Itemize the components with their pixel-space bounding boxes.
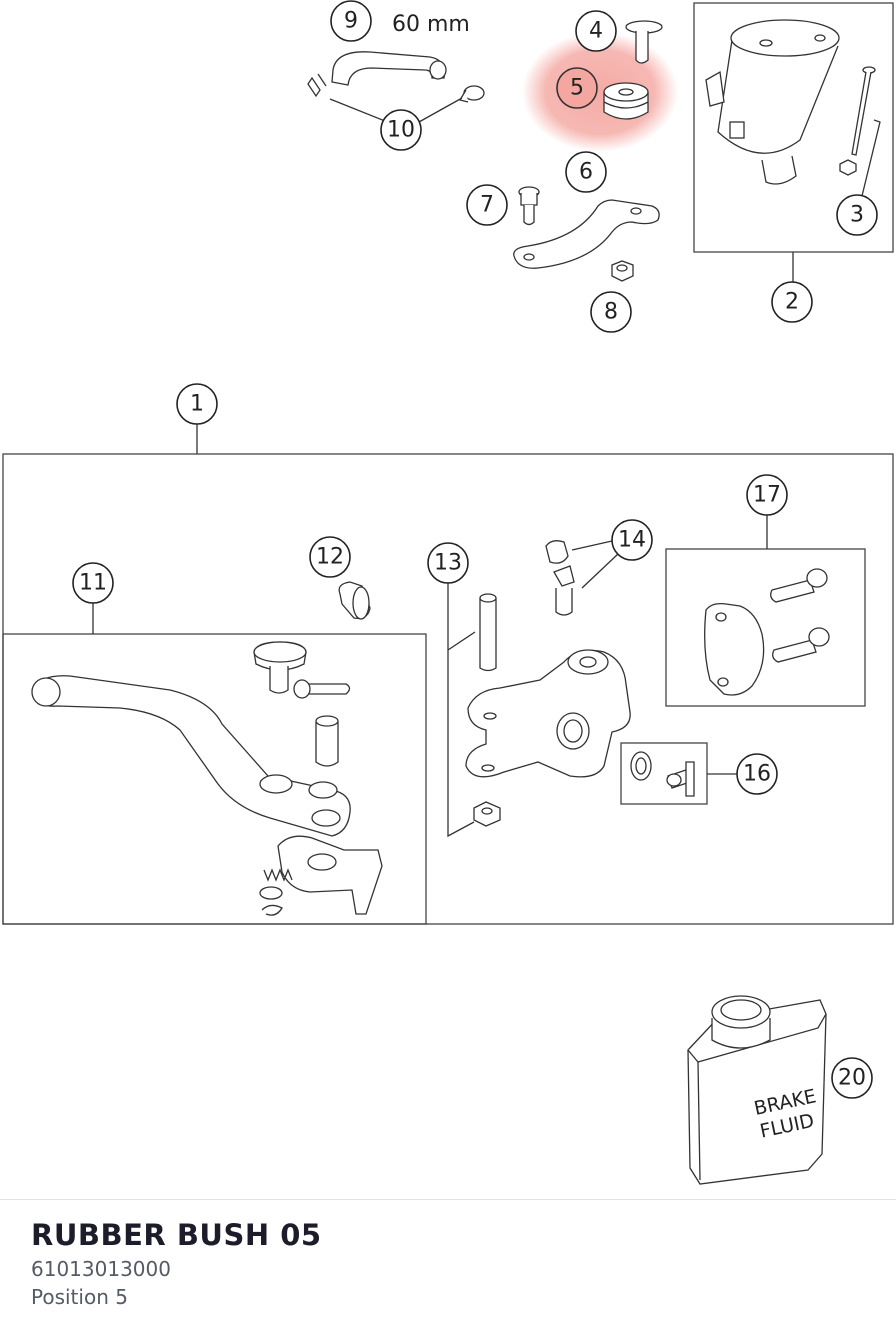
- pin-part[interactable]: [293, 679, 351, 699]
- part-number: 61013013000: [31, 1257, 171, 1281]
- svg-text:4: 4: [589, 19, 603, 44]
- hose-part[interactable]: [331, 51, 447, 86]
- svg-text:13: 13: [434, 551, 462, 576]
- sleeve-part[interactable]: [315, 715, 339, 767]
- svg-text:12: 12: [316, 545, 344, 570]
- svg-text:3: 3: [850, 203, 864, 228]
- callout-14[interactable]: 14: [611, 519, 653, 561]
- svg-text:7: 7: [480, 193, 494, 218]
- callout-20[interactable]: 20: [831, 1057, 873, 1099]
- screw-part-4[interactable]: [625, 20, 663, 64]
- bolt-part-7[interactable]: [518, 186, 540, 226]
- callout-16[interactable]: 16: [736, 753, 778, 795]
- hose-clamp-right[interactable]: [458, 85, 485, 103]
- callout-4[interactable]: 4: [575, 10, 617, 52]
- hose-clamp-left[interactable]: [307, 73, 327, 98]
- svg-text:14: 14: [618, 528, 646, 553]
- hose-length-label: 60 mm: [392, 12, 470, 37]
- lever-group-frame: [2, 633, 427, 925]
- svg-text:1: 1: [190, 392, 204, 417]
- adjuster-knob-part[interactable]: [253, 641, 307, 694]
- callout-1[interactable]: 1: [176, 383, 218, 425]
- clamp-group-frame: [665, 548, 866, 707]
- callout-8[interactable]: 8: [590, 291, 632, 333]
- lever-part[interactable]: [31, 675, 351, 837]
- exploded-parts-diagram: 60 mm: [2, 0, 894, 1185]
- svg-text:8: 8: [604, 300, 618, 325]
- part-name: RUBBER BUSH 05: [31, 1218, 322, 1252]
- part-info-panel: RUBBER BUSH 05 61013013000 Position 5: [0, 1199, 896, 1336]
- clamp-part-17[interactable]: [704, 602, 765, 696]
- reservoir-screw-part[interactable]: [839, 66, 876, 176]
- nut-part-8[interactable]: [611, 260, 634, 282]
- brake-fluid-can-part[interactable]: [687, 995, 827, 1185]
- svg-text:11: 11: [79, 571, 107, 596]
- callout-11[interactable]: 11: [72, 562, 114, 604]
- callout-13[interactable]: 13: [427, 542, 469, 584]
- spring-part[interactable]: [259, 868, 293, 916]
- callout-3[interactable]: 3: [836, 194, 878, 236]
- master-cylinder-body-part[interactable]: [465, 649, 631, 778]
- callout-6[interactable]: 6: [565, 151, 607, 193]
- pivot-bolt-part-13[interactable]: [479, 593, 497, 672]
- svg-text:17: 17: [753, 483, 781, 508]
- callout-5-selected[interactable]: 5: [556, 67, 598, 109]
- svg-text:6: 6: [579, 160, 593, 185]
- svg-text:2: 2: [785, 290, 799, 315]
- dust-cap-part-12[interactable]: [338, 581, 371, 620]
- seal-kit-part-16[interactable]: [630, 751, 695, 797]
- callout-17[interactable]: 17: [746, 474, 788, 516]
- callout-7[interactable]: 7: [466, 184, 508, 226]
- bleeder-cap-part-14[interactable]: [545, 540, 569, 564]
- lever-adapter-part[interactable]: [277, 835, 383, 915]
- clamp-bolt-upper[interactable]: [770, 568, 828, 603]
- reservoir-part[interactable]: [705, 19, 840, 185]
- svg-text:10: 10: [387, 118, 415, 143]
- callout-10[interactable]: 10: [380, 109, 422, 151]
- svg-text:16: 16: [743, 762, 771, 787]
- rubber-bush-part-5[interactable]: [603, 82, 649, 120]
- bleeder-screw-part[interactable]: [553, 565, 575, 616]
- svg-text:20: 20: [838, 1066, 866, 1091]
- pivot-nut-part[interactable]: [473, 801, 501, 827]
- callout-9[interactable]: 9: [330, 0, 372, 42]
- svg-text:9: 9: [344, 9, 358, 34]
- bracket-part-6[interactable]: [513, 199, 660, 269]
- clamp-bolt-lower[interactable]: [772, 627, 830, 663]
- callout-12[interactable]: 12: [309, 536, 351, 578]
- svg-text:5: 5: [570, 76, 584, 101]
- part-position: Position 5: [31, 1285, 128, 1309]
- callout-2[interactable]: 2: [771, 281, 813, 323]
